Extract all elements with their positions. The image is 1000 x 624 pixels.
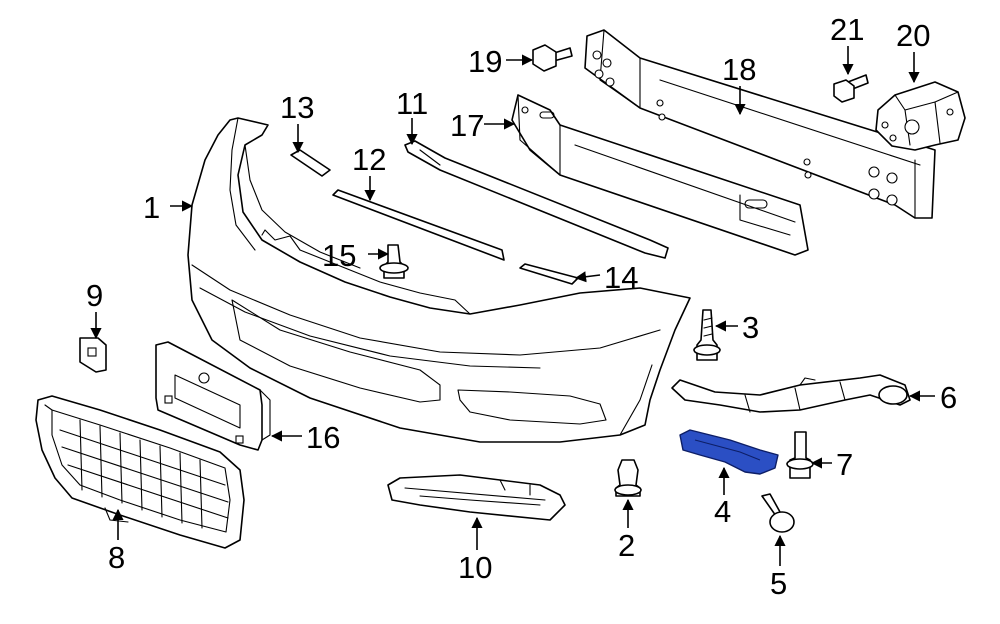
callout-20: 20 bbox=[896, 18, 930, 53]
part-10-lower-trim[interactable] bbox=[387, 474, 566, 521]
part-4-bracket-highlighted[interactable] bbox=[679, 429, 779, 475]
part-19-bolt[interactable] bbox=[532, 44, 573, 72]
part-15-clip[interactable] bbox=[379, 244, 409, 279]
callout-11: 11 bbox=[396, 86, 428, 121]
part-20-mounting-bracket[interactable] bbox=[875, 81, 966, 151]
part-1-bumper-cover[interactable] bbox=[187, 117, 691, 443]
callout-14: 14 bbox=[604, 260, 638, 295]
callout-1: 1 bbox=[143, 190, 160, 225]
callout-10: 10 bbox=[458, 550, 492, 585]
part-2-push-clip[interactable] bbox=[614, 459, 642, 497]
callout-labels: 1 2 3 4 5 6 7 8 9 10 11 12 13 14 15 16 1… bbox=[86, 12, 957, 601]
callout-18: 18 bbox=[722, 52, 756, 87]
part-11-upper-seal[interactable] bbox=[404, 140, 669, 259]
part-3-fastener[interactable] bbox=[693, 309, 721, 361]
callout-8: 8 bbox=[108, 540, 125, 575]
callout-2: 2 bbox=[618, 528, 635, 563]
part-8-lower-grille[interactable] bbox=[35, 395, 245, 549]
callout-19: 19 bbox=[468, 44, 502, 79]
callout-9: 9 bbox=[86, 278, 103, 313]
callout-3: 3 bbox=[742, 310, 759, 345]
callout-4: 4 bbox=[714, 494, 731, 529]
part-16-license-plate-base[interactable] bbox=[155, 341, 271, 451]
part-13-small-seal[interactable] bbox=[290, 149, 331, 177]
leader-14 bbox=[574, 271, 601, 283]
part-12-seal-strip[interactable] bbox=[332, 189, 505, 261]
callout-12: 12 bbox=[352, 142, 386, 177]
callout-5: 5 bbox=[770, 566, 787, 601]
callout-17: 17 bbox=[450, 108, 484, 143]
leader-lines bbox=[90, 46, 935, 566]
callout-15: 15 bbox=[322, 238, 356, 273]
part-14-seal[interactable] bbox=[519, 263, 579, 285]
callout-16: 16 bbox=[306, 420, 340, 455]
part-7-bolt[interactable] bbox=[786, 431, 814, 479]
part-9-nut-clip[interactable] bbox=[79, 337, 107, 373]
callout-6: 6 bbox=[940, 380, 957, 415]
callout-7: 7 bbox=[836, 447, 853, 482]
part-18-reinforcement-beam[interactable] bbox=[584, 29, 936, 219]
part-21-bolt[interactable] bbox=[833, 74, 869, 103]
part-5-screw[interactable] bbox=[761, 493, 795, 533]
part-17-energy-absorber[interactable] bbox=[511, 94, 809, 256]
part-6-side-bracket[interactable] bbox=[671, 374, 911, 413]
callout-13: 13 bbox=[280, 90, 314, 125]
callout-21: 21 bbox=[830, 12, 864, 47]
